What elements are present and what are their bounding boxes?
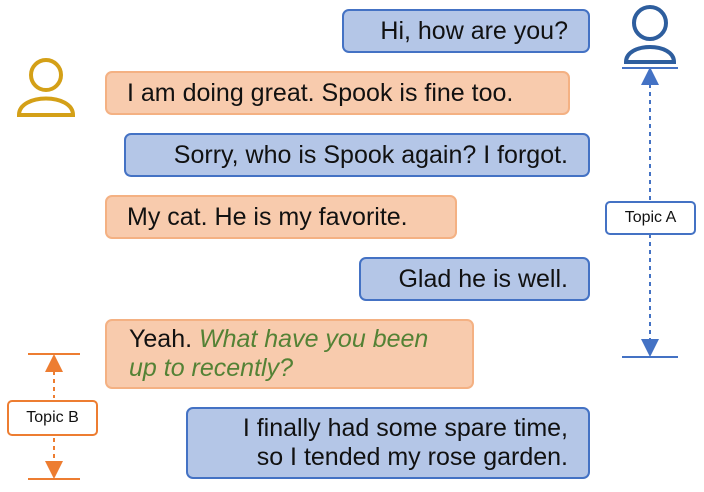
message-text: Sorry, who is Spook again? I forgot.: [173, 140, 568, 169]
person-outline-icon: [623, 5, 677, 64]
message-text: I finally had some spare time, so I tend…: [243, 414, 568, 472]
topic-b-label: Topic B: [7, 400, 98, 436]
message-bubble-a: Glad he is well.: [359, 257, 590, 301]
highlighted-question: What have you been: [198, 325, 429, 353]
person-outline-icon: [16, 58, 76, 117]
message-bubble-b: I am doing great. Spook is fine too.: [105, 71, 570, 115]
topic-b-bracket: [28, 353, 80, 480]
message-text: I am doing great. Spook is fine too.: [127, 78, 514, 107]
message-bubble-a: Sorry, who is Spook again? I forgot.: [124, 133, 590, 177]
message-bubble-a: Hi, how are you?: [342, 9, 590, 53]
message-text: My cat. He is my favorite.: [127, 202, 408, 231]
message-line: I finally had some spare time,: [242, 414, 568, 442]
message-plain-text: Yeah.: [129, 325, 199, 353]
message-bubble-b: My cat. He is my favorite.: [105, 195, 457, 239]
message-bubble-a: I finally had some spare time, so I tend…: [186, 407, 590, 479]
message-bubble-b: Yeah. What have you been up to recently?: [105, 319, 474, 389]
topic-a-bracket: [622, 67, 678, 358]
highlighted-question: up to recently?: [129, 354, 293, 382]
message-text: Hi, how are you?: [380, 16, 568, 45]
message-text: Glad he is well.: [398, 264, 568, 293]
message-text: Yeah. What have you been up to recently?: [129, 325, 428, 383]
topic-a-label: Topic A: [605, 201, 696, 235]
message-line: so I tended my rose garden.: [256, 443, 568, 471]
